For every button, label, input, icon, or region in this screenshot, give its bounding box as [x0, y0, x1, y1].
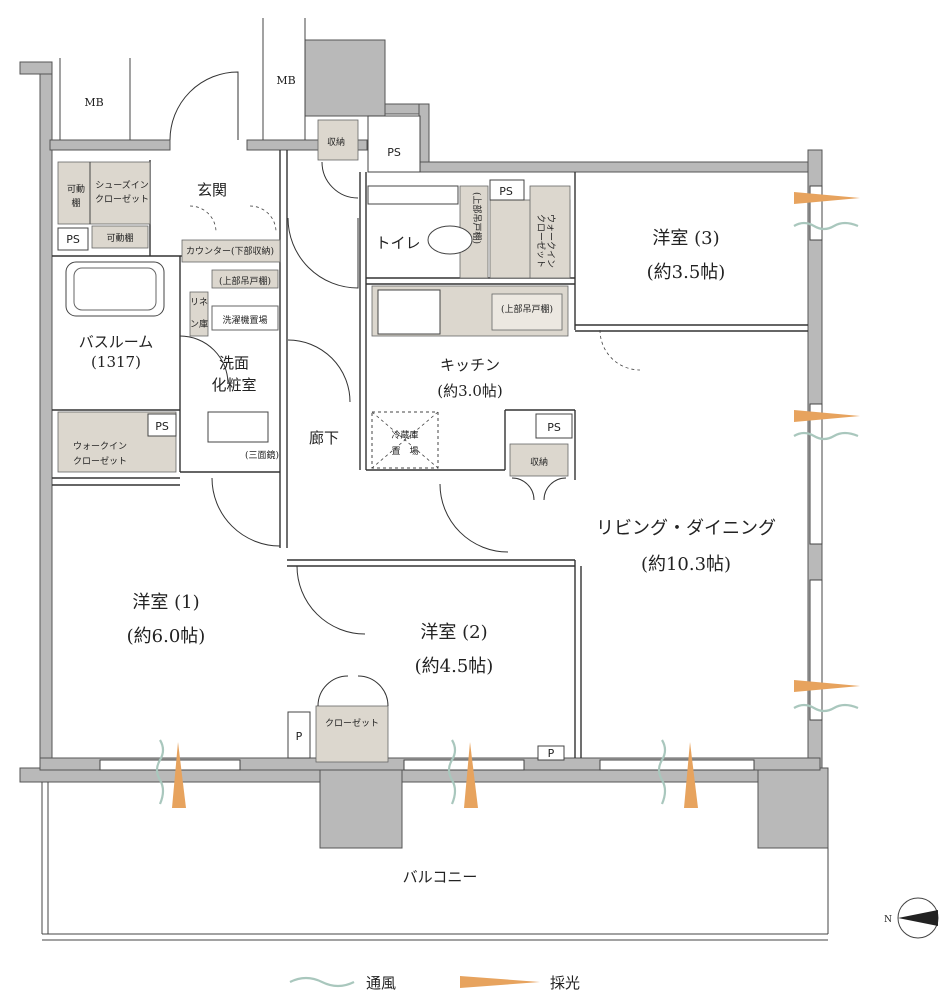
window-living-side-2: [809, 579, 823, 721]
bathtub: [65, 261, 165, 317]
compass-arrow-icon: [898, 910, 938, 926]
toilet-bowl: [427, 225, 473, 255]
mirror-label: (三面鏡): [245, 449, 279, 461]
p-label-left: P: [296, 730, 303, 743]
western2-label: 洋室 (2): [420, 622, 487, 643]
counter-label: カウンター(下部収納): [186, 245, 274, 257]
shoes-closet-label-1: シューズイン: [95, 179, 149, 191]
mb-left-label: MB: [84, 96, 103, 109]
shoes-closet: [57, 161, 151, 225]
bath-door[interactable]: [179, 335, 229, 385]
balcony-pillar-left: [319, 767, 403, 849]
toilet-door[interactable]: [287, 217, 359, 289]
kitchen-size: (約3.0帖): [437, 382, 503, 400]
movable-shelf-v2: 棚: [71, 197, 80, 209]
western1-label: 洋室 (1): [132, 592, 199, 613]
walkin-closet1-label-1: ウォークイン: [73, 441, 127, 452]
linen-storage: [189, 291, 209, 337]
kitchen-upper-cabinet: [491, 293, 563, 331]
fridge-label-1: 冷蔵庫: [391, 429, 418, 441]
western3-label: 洋室 (3): [652, 228, 719, 249]
bedroom2-door[interactable]: [296, 565, 366, 635]
window-living-side-1: [809, 403, 823, 545]
movable-shelf-label: 可動棚: [106, 232, 133, 244]
washbasin: [207, 411, 269, 443]
washer-label: 洗濯機置場: [222, 314, 267, 326]
walkin-closet1-label-2: クローゼット: [73, 455, 127, 467]
upper-cabinet-label: (上部吊戸棚): [219, 275, 271, 287]
washroom-label-2: 化粧室: [211, 376, 256, 394]
living-label: リビング・ダイニング: [596, 518, 776, 539]
vent-light-markers: [155, 192, 860, 808]
balcony-label: バルコニー: [403, 868, 478, 886]
storage-living: [509, 443, 569, 477]
toilet-cabinet-label: (上部吊戸棚): [471, 192, 483, 244]
walkin-closet-3-rail: [529, 185, 571, 279]
entrance-label: 玄関: [197, 181, 227, 199]
wash-upper-cabinet: [211, 269, 279, 289]
storage-living-label: 収納: [530, 456, 548, 468]
western2-size: (約4.5帖): [415, 656, 494, 677]
ventilation-legend-label: 通風: [366, 974, 396, 992]
stove: [377, 289, 441, 335]
washroom-door[interactable]: [287, 339, 351, 403]
fridge-label-2: 置 場: [391, 445, 418, 457]
ps-label-living: PS: [547, 421, 561, 434]
storage-label: 収納: [327, 136, 345, 148]
living-size: (約10.3帖): [641, 554, 731, 575]
bedroom1-door[interactable]: [211, 477, 281, 547]
movable-shelf: [91, 225, 149, 249]
linen-label-2: ン庫: [190, 318, 208, 330]
washroom-label-1: 洗面: [219, 354, 249, 372]
washer-space: [211, 305, 279, 331]
storage-entrance: [317, 119, 359, 161]
doors: [169, 71, 641, 707]
balcony-area: [19, 767, 829, 941]
ps-label-entrance: PS: [387, 146, 401, 159]
window-living: [599, 759, 755, 771]
kitchen-label: キッチン: [440, 356, 500, 374]
window-bedroom1: [99, 759, 241, 771]
hallway-label: 廊下: [309, 429, 339, 447]
western3-size: (約3.5帖): [647, 262, 726, 283]
living-door[interactable]: [439, 483, 509, 553]
ventilation-legend-icon: [289, 976, 355, 988]
walkin-v-label-2: クローゼット: [535, 214, 547, 268]
labels: MB MB 収納 PS PS PS PS PS P P シューズイン クローゼッ…: [66, 74, 776, 886]
fridge-space: [371, 411, 439, 469]
storage-door[interactable]: [321, 161, 359, 199]
bath-label: バスルーム: [79, 333, 154, 351]
ps-label-toilet: PS: [499, 185, 513, 198]
lighting-legend-icon: [460, 976, 540, 988]
toilet-label: トイレ: [375, 234, 420, 252]
linen-label-1: リネ: [190, 297, 208, 308]
p-label-right: P: [548, 747, 555, 760]
legend: 通風 採光: [289, 974, 580, 992]
closet2-label: クローゼット: [325, 717, 379, 729]
mb-right-label: MB: [276, 74, 295, 87]
compass: N: [884, 897, 939, 939]
front-door[interactable]: [169, 71, 239, 141]
shoes-closet-label-2: クローゼット: [95, 193, 149, 205]
mb-shaft: [304, 39, 386, 117]
ps-boxes: [57, 115, 573, 761]
counter: [181, 239, 281, 263]
compass-label: N: [884, 915, 892, 925]
ps-label-closet: PS: [155, 420, 169, 433]
walkin-v-label-1: ウォークイン: [545, 214, 556, 268]
ps-label-shoes: PS: [66, 233, 80, 246]
built-ins: [57, 119, 571, 763]
window-bedroom2: [403, 759, 525, 771]
closet-2: [315, 705, 389, 763]
balcony-pillar-right: [757, 767, 829, 849]
kitchen-cabinet-label: (上部吊戸棚): [501, 303, 553, 315]
western1-size: (約6.0帖): [127, 626, 206, 647]
movable-shelf-v1: 可動: [67, 184, 85, 195]
bath-size: (1317): [91, 353, 141, 371]
lighting-legend-label: 採光: [550, 974, 580, 992]
